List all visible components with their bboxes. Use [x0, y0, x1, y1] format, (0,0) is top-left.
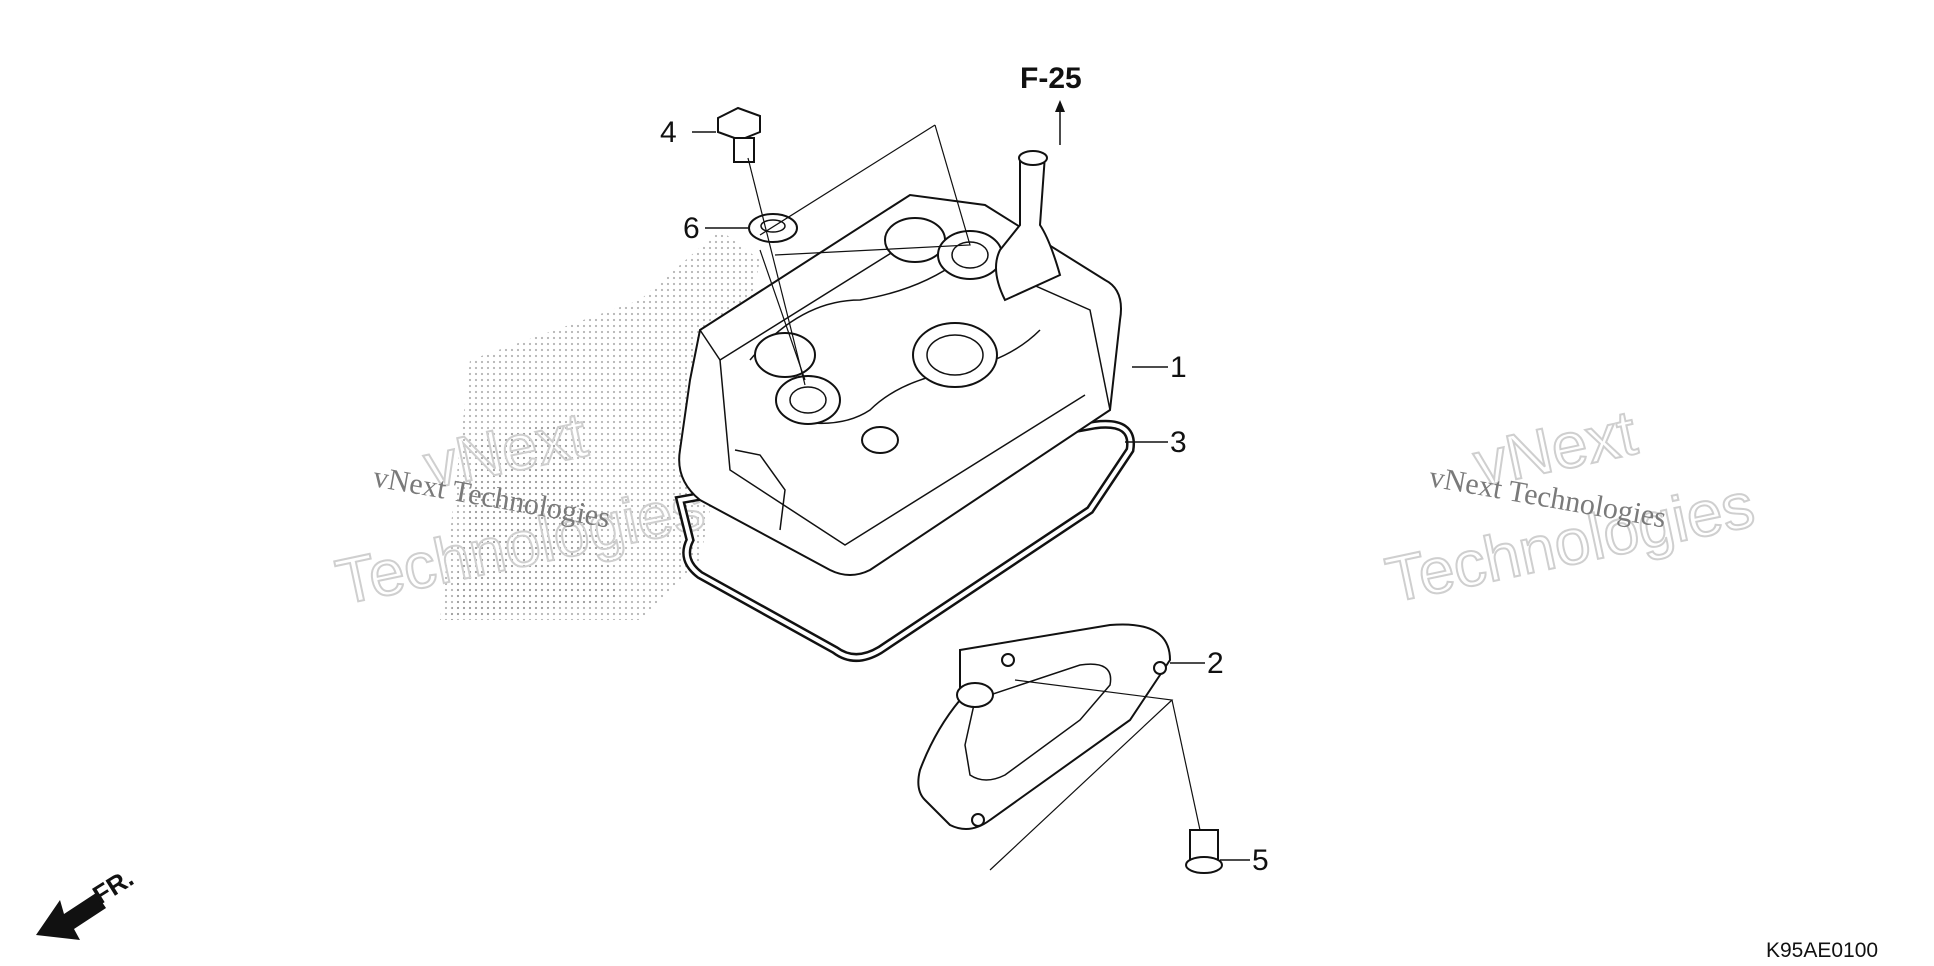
leader-lines	[692, 100, 1250, 871]
plate-part-2	[917, 623, 1172, 830]
stipple-shadow	[440, 230, 760, 620]
bolt-part-4	[717, 106, 761, 163]
front-arrow-icon	[36, 893, 106, 940]
callout-number: 1	[1170, 351, 1187, 384]
cylinder-head-cover-part-1	[678, 150, 1122, 576]
callout-number: 5	[1252, 844, 1269, 877]
bolt-part-5	[1185, 829, 1223, 874]
washer-part-6	[748, 213, 798, 243]
gasket-part-3	[674, 419, 1136, 662]
front-indicator: FR.	[36, 862, 139, 940]
reference-label: F-25	[1020, 62, 1082, 95]
diagram-code: K95AE0100	[1766, 939, 1878, 962]
callout-number: 4	[660, 116, 677, 149]
callout-number: 2	[1207, 647, 1224, 680]
callout-number: 6	[683, 212, 700, 245]
callout-number: 3	[1170, 426, 1187, 459]
